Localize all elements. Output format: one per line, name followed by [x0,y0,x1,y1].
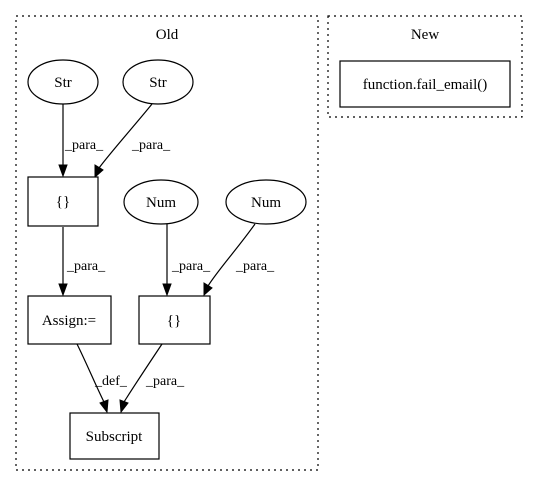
edge-str2-braces1-arrowhead [94,164,104,179]
node-str-right-label: Str [149,75,167,91]
node-fail-email [339,60,511,108]
edge-num1-braces2-label: _para_ [171,259,211,274]
edge-num2-braces2 [207,223,256,287]
cluster-old-title: Old [156,27,179,43]
edge-braces1-assign-label: _para_ [66,259,106,274]
node-braces-right-label: {} [167,313,181,329]
edge-assign-subscript-label: _def_ [94,374,128,389]
cluster-new-title: New [411,27,439,43]
node-str-left-label: Str [54,75,72,91]
edge-braces2-subscript-label: _para_ [145,374,185,389]
edge-str2-braces1-label: _para_ [131,138,171,153]
node-braces-left [27,176,99,227]
edge-str2-braces1 [98,103,153,169]
edge-assign-subscript-arrowhead [99,399,109,414]
node-str-right [122,59,194,105]
edge-num2-braces2-label: _para_ [235,259,275,274]
edge-braces2-subscript [123,343,163,403]
edge-str1-braces1-arrowhead [58,164,68,178]
node-subscript-label: Subscript [86,429,144,445]
node-braces-left-label: {} [56,194,70,210]
edge-num1-braces2-arrowhead [162,283,172,297]
node-subscript [69,412,160,460]
node-assign [27,295,112,345]
node-num-right [225,179,307,225]
edge-braces2-subscript-arrowhead [119,399,129,414]
node-fail-email-label: function.fail_email() [363,77,488,93]
cluster-new [327,15,523,118]
node-num-left-label: Num [146,195,176,211]
node-braces-right [138,295,211,345]
node-str-left [27,59,99,105]
node-assign-label: Assign:= [42,313,96,329]
node-num-left [123,179,199,225]
edge-assign-subscript [76,343,105,403]
edge-braces1-assign-arrowhead [58,283,68,297]
edge-num2-braces2-arrowhead [203,282,213,297]
node-num-right-label: Num [251,195,281,211]
cluster-old [15,15,319,471]
edge-str1-braces1-label: _para_ [64,138,104,153]
